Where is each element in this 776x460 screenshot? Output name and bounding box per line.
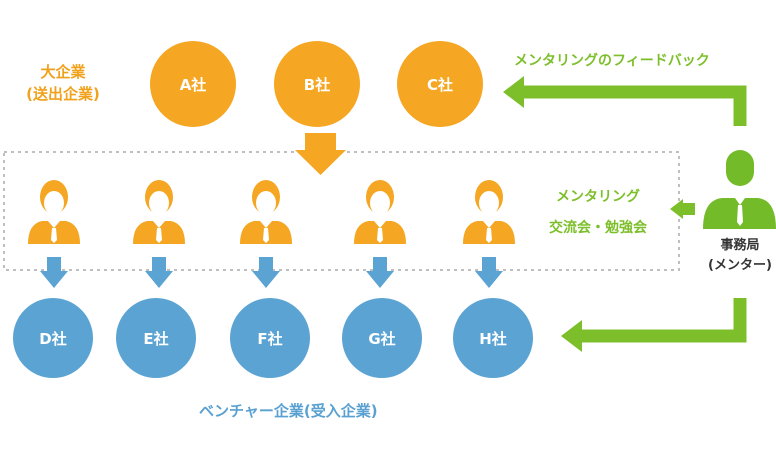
employee-icon xyxy=(28,180,80,244)
mentoring-arrow-line xyxy=(682,203,695,215)
transfer-arrow xyxy=(366,257,394,288)
secretariat-label-line1: 事務局 xyxy=(720,238,760,253)
company-e-node: E社 xyxy=(116,298,196,378)
dispatch-arrow xyxy=(295,133,346,175)
transfer-arrow xyxy=(145,257,173,288)
large-company-heading-line2: (送出企業) xyxy=(26,85,100,103)
venture-heading: ベンチャー企業(受入企業) xyxy=(199,402,378,420)
support-arrow-head xyxy=(561,320,582,352)
company-b-node: B社 xyxy=(274,41,360,127)
employee-group-box xyxy=(3,151,680,271)
company-d-node: D社 xyxy=(13,298,93,378)
large-company-heading: 大企業 (送出企業) xyxy=(10,61,116,105)
transfer-arrow xyxy=(40,257,68,288)
support-arrow-line xyxy=(580,298,747,343)
employee-icon xyxy=(354,180,406,244)
large-company-heading-line1: 大企業 xyxy=(40,63,86,81)
secretariat-label-line2: (メンター) xyxy=(708,258,772,273)
company-g-node: G社 xyxy=(342,298,422,378)
mentoring-label: メンタリング xyxy=(556,189,640,205)
exchange-label: 交流会・勉強会 xyxy=(549,220,647,236)
company-h-node: H社 xyxy=(453,298,533,378)
secretariat-label: 事務局 (メンター) xyxy=(688,236,776,276)
company-f-node: F社 xyxy=(230,298,310,378)
transfer-arrow xyxy=(252,257,280,288)
employee-icon xyxy=(463,180,515,244)
employee-icon xyxy=(240,180,292,244)
feedback-arrow-head xyxy=(503,76,524,108)
employee-icon xyxy=(133,180,185,244)
feedback-label: メンタリングのフィードバック xyxy=(514,53,710,69)
company-c-node: C社 xyxy=(397,41,483,127)
transfer-arrow xyxy=(475,257,503,288)
feedback-arrow-line xyxy=(522,85,747,126)
mentoring-arrow-head xyxy=(670,199,683,219)
company-a-node: A社 xyxy=(150,41,236,127)
mentor-icon xyxy=(703,150,776,229)
